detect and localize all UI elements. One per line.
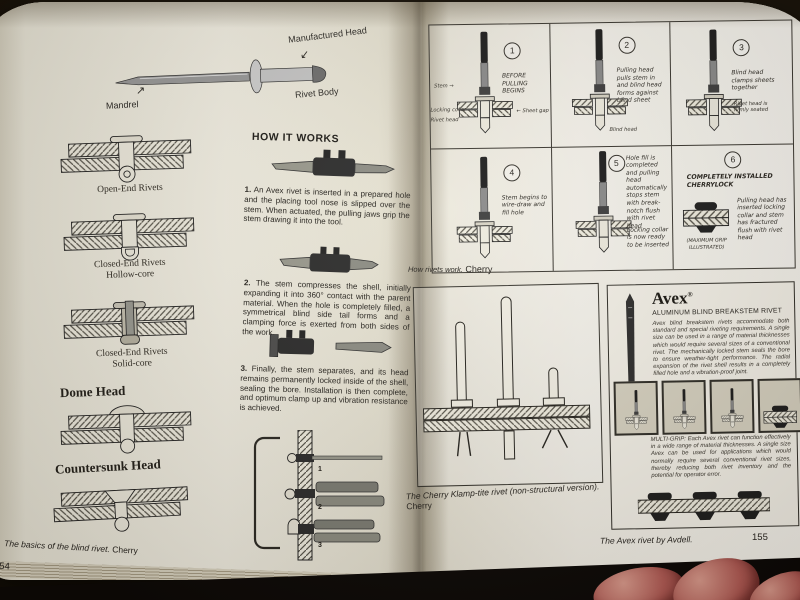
label-rivet-head: Rivet head (430, 117, 459, 124)
countersunk-head-diagram (53, 486, 189, 532)
avex-caption: The Avex rivet by Avdell. (600, 534, 693, 546)
book-spine (388, 2, 448, 580)
step-number: 2. (243, 278, 251, 288)
closed-end-hollow-diagram (63, 213, 195, 261)
label-mandrel: Mandrel (105, 99, 139, 111)
avex-stage-3 (709, 379, 755, 434)
blind-rivet-diagram (115, 59, 327, 94)
closed-end-solid-diagram (63, 300, 195, 345)
label-rivet-head-seated: Rivet head is firmly seated (733, 100, 769, 114)
panel-caption: Blind head clamps sheets together (731, 68, 775, 92)
stage-rivet (667, 388, 702, 433)
panel-number: 4 (503, 163, 521, 182)
left-page-number: 154 (0, 560, 11, 573)
sequence-number-1: 1 (318, 466, 322, 473)
step1-text: 1. An Avex rivet is inserted in a prepar… (243, 185, 410, 231)
avex-stage-2 (661, 379, 707, 435)
avex-ad: Avex® ALUMINUM BLIND BREAKSTEM RIVET Ave… (606, 281, 800, 530)
label-text: Sheet gap (522, 107, 549, 115)
avex-title: ALUMINUM BLIND BREAKSTEM RIVET (652, 307, 783, 317)
right-page-number: 155 (752, 532, 768, 543)
arrow-left-icon: ← (516, 108, 521, 115)
arrow-up-right-icon: ↗ (136, 85, 146, 97)
grid-caption: How rivets work. Cherry (408, 264, 492, 274)
panel-1: 1 BEFORE PULLING BEGINS Stem → Locking c… (429, 23, 552, 150)
installation-sequence-diagram (253, 430, 385, 561)
klamptite-figure (412, 282, 604, 488)
panel-caption: BEFORE PULLING BEGINS (501, 72, 528, 95)
brand-text: Avex (651, 288, 688, 308)
multigrip-diagram (637, 490, 771, 521)
caption-credit: Cherry (465, 264, 493, 275)
registered-mark: ® (687, 290, 693, 299)
arrow-right-icon: → (449, 83, 454, 90)
label-blind-head: Blind head (609, 126, 638, 134)
label-sheet-gap: ← Sheet gap (516, 108, 549, 114)
installed-rivet-diagram (681, 197, 731, 234)
how-it-works-heading: HOW IT WORKS (251, 130, 340, 146)
panel-number: 3 (732, 39, 751, 57)
stage-rivet (715, 387, 750, 432)
caption-text: How rivets work. (407, 264, 464, 275)
step3-illustration (269, 329, 392, 357)
avex-multigrip-text: MULTI-GRIP: Each Avex rivet can function… (650, 434, 792, 480)
panel-caption: Stem begins to wire-draw and fill hole (501, 193, 548, 217)
panel-caption: Pulling head has inserted locking collar… (737, 196, 787, 242)
panel-note: (MAXIMUM GRIP ILLUSTRATED) (686, 236, 727, 252)
avex-stage-1 (613, 380, 659, 436)
panel-number: 1 (503, 42, 521, 60)
panel-4: 4 Stem begins to wire-draw and fill hole (431, 147, 554, 273)
step2-illustration (279, 246, 379, 273)
stage-rivet (619, 389, 654, 434)
step3-text: 3. Finally, the stem separates, and its … (239, 364, 408, 417)
avex-intro: Avex blind breakstem rivets accommodate … (652, 318, 791, 378)
panel-caption: Pulling head pulls stem in and blind hea… (616, 66, 662, 105)
caption-text: The Avex rivet by Avdell. (599, 534, 693, 546)
page-top-shadow (0, 2, 800, 28)
label-stem: Stem → (434, 83, 454, 89)
stage-rivet-installed (762, 400, 799, 431)
label-locking-collar: Locking collar (430, 107, 467, 114)
step-body: Finally, the stem separates, and its hea… (239, 364, 409, 414)
panel-number: 6 (724, 150, 742, 168)
panel-3: 3 Blind head clamps sheets together Rive… (670, 20, 793, 146)
panel-2: 2 Pulling head pulls stem in and blind h… (549, 22, 673, 148)
avex-stage-panels (613, 378, 800, 436)
panel-number: 5 (607, 154, 626, 172)
step-body: An Avex rivet is inserted in a prepared … (243, 185, 411, 228)
panel-caption: Hole fill is completed and pulling head … (625, 153, 668, 230)
panel-caption-2: Locking collar is now ready to be insert… (626, 225, 670, 249)
open-end-rivet-diagram (60, 135, 192, 183)
panel-5: 5 Hole fill is completed and pulling hea… (551, 145, 675, 271)
panel-title: COMPLETELY INSTALLED CHERRYLOCK (686, 172, 773, 189)
caption-credit: Cherry (406, 500, 433, 512)
caption-credit: Cherry (111, 544, 139, 556)
heading-dome-head: Dome Head (59, 382, 126, 401)
sequence-number-2: 2 (318, 504, 322, 511)
step1-illustration (271, 149, 395, 177)
sequence-number-3: 3 (318, 542, 322, 549)
avex-brand: Avex® (652, 288, 693, 309)
step-number: 1. (244, 184, 252, 195)
panel-number: 2 (618, 36, 636, 54)
dome-head-diagram (60, 405, 192, 454)
label-text: Stem (434, 83, 448, 90)
step-number: 3. (240, 363, 248, 373)
panel-6: 6 COMPLETELY INSTALLED CHERRYLOCK (MAXIM… (672, 144, 794, 269)
klamptite-diagram (423, 296, 591, 460)
avex-stage-4 (757, 378, 800, 433)
how-rivets-work-figure: 1 BEFORE PULLING BEGINS Stem → Locking c… (428, 19, 796, 274)
